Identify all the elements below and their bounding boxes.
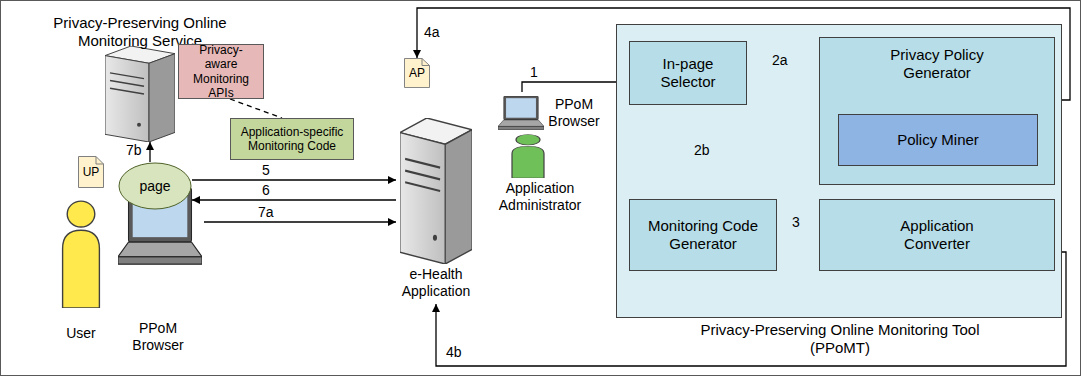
node-label: e-Health Application	[398, 266, 474, 300]
flow-arrow	[522, 82, 629, 92]
node-label: Application Administrator	[480, 180, 600, 214]
document-icon	[79, 157, 104, 188]
node-label: Monitoring Code Generator	[636, 217, 770, 253]
node-label: Privacy-Preserving Online Monitoring Too…	[680, 321, 1000, 357]
process-box: In-page Selector	[629, 41, 747, 105]
callout-number: 4b	[446, 344, 462, 360]
callout-number: 2a	[772, 52, 788, 68]
node-label: Policy Miner	[897, 131, 979, 149]
callout-number: 7b	[126, 142, 142, 158]
node-label: UP	[83, 165, 100, 179]
server-icon	[105, 46, 175, 142]
node-label: PPoM Browser	[114, 320, 202, 354]
document-icon	[405, 58, 430, 87]
node-label: User	[66, 325, 96, 342]
flow-arrow	[149, 142, 150, 162]
callout-number: 5	[262, 162, 270, 178]
node-label: page	[139, 178, 170, 195]
flow-arrow	[204, 221, 396, 222]
tool-panel: In-page SelectorPolicy Miner Privacy Poli…	[616, 24, 1062, 318]
callout-number: 7a	[258, 204, 274, 220]
admin-icon	[512, 134, 544, 178]
callout-number: 4a	[424, 24, 440, 40]
dashed-link	[230, 99, 282, 118]
user-icon	[63, 201, 100, 308]
oval-shape	[119, 163, 191, 209]
policy-document: AP	[404, 58, 430, 88]
callout-number: 1	[530, 64, 538, 80]
node-label: Privacy Policy Generator	[862, 46, 1012, 82]
node-label: Privacy-aware Monitoring APIs	[185, 43, 257, 101]
node-label: PPoM Browser	[546, 96, 602, 130]
callout-number: 6	[262, 182, 270, 198]
node-label: In-page Selector	[636, 55, 740, 91]
flow-arrow	[192, 199, 396, 200]
page-oval: page	[118, 162, 192, 210]
flow-arrow	[192, 179, 396, 180]
process-box: Monitoring Code Generator	[629, 199, 777, 271]
node-label: AP	[409, 66, 425, 80]
process-box: Application Converter	[819, 199, 1055, 271]
laptop-icon	[498, 96, 544, 130]
admin-figure: Application Administrator	[478, 134, 602, 218]
api-box: Privacy-aware Monitoring APIs	[178, 44, 264, 99]
node-label: Application-specific Monitoring Code	[237, 125, 347, 154]
code-box: Application-specific Monitoring Code	[230, 118, 354, 160]
browser-laptop: PPoM Browser	[496, 92, 602, 134]
server-icon	[400, 118, 472, 264]
application-server: e-Health Application	[396, 118, 476, 304]
browser-laptop: pagePPoM Browser	[112, 158, 204, 358]
process-box: Policy Miner	[838, 114, 1038, 166]
node-label: Application Converter	[877, 217, 997, 253]
callout-number: 3	[792, 214, 800, 230]
process-box: Policy Miner Privacy Policy Generator	[819, 37, 1055, 185]
user-figure: User	[50, 196, 112, 346]
policy-document: UP	[78, 156, 104, 188]
callout-number: 2b	[694, 142, 710, 158]
